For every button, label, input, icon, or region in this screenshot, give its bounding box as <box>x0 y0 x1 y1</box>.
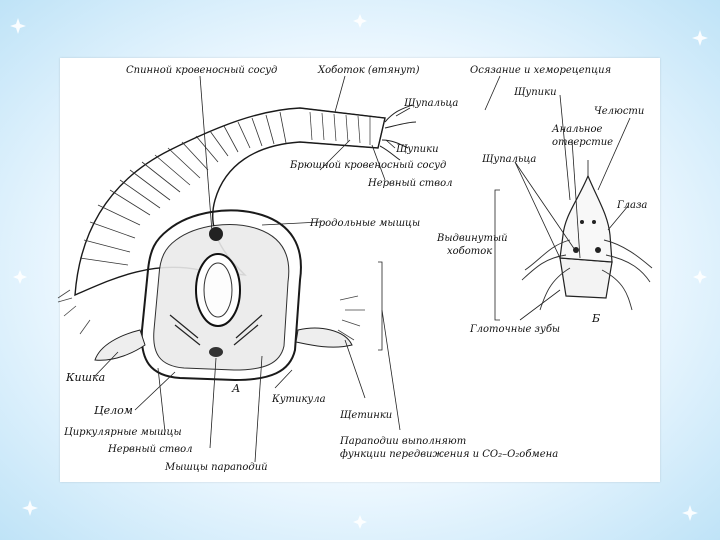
label-parapodia-function-1: Параподии выполняют <box>339 436 466 447</box>
label-anal-opening-2: отверстие <box>552 137 613 148</box>
label-parapodia-muscles: Мышцы параподий <box>164 462 268 473</box>
label-letter-b: Б <box>591 312 600 325</box>
label-longitudinal-muscles: Продольные мышцы <box>309 218 420 229</box>
label-bristles: Щетинки <box>340 410 392 421</box>
label-intestine: Кишка <box>65 371 105 384</box>
label-proboscis: Хоботок (втянут) <box>317 65 420 76</box>
worm-body-drawing <box>58 105 416 380</box>
label-coelom: Целом <box>94 404 133 417</box>
label-tentacles-right: Щупальца <box>482 154 536 165</box>
label-circular-muscles: Циркулярные мышцы <box>64 427 182 438</box>
label-palps-right: Щупики <box>514 87 557 98</box>
label-cuticle: Кутикула <box>271 394 326 405</box>
label-ventral-vessel-1: Брюшной кровеносный сосуд <box>289 160 446 171</box>
label-anal-opening-1: Анальное <box>551 124 603 135</box>
worm-head-drawing <box>522 160 652 310</box>
label-touch-chemoreception: Осязание и хеморецепция <box>470 65 611 76</box>
label-everted-proboscis-2: хоботок <box>447 246 492 257</box>
label-everted-proboscis-1: Выдвинутый <box>436 233 508 244</box>
label-parapodia-function-2: функции передвижения и CO₂–O₂обмена <box>340 449 558 460</box>
label-jaws: Челюсти <box>594 106 644 117</box>
label-letter-a: А <box>231 382 240 395</box>
label-nerve-cord-top: Нервный ствол <box>367 178 453 189</box>
label-palps-top: Щупики <box>396 144 439 155</box>
label-nerve-cord-bottom: Нервный ствол <box>107 444 193 455</box>
label-pharyngeal-teeth: Глоточные зубы <box>469 324 560 335</box>
label-tentacles-top: Щупальца <box>404 98 458 109</box>
label-eyes: Глаза <box>616 200 647 211</box>
label-dorsal-vessel: Спинной кровеносный сосуд <box>126 65 277 76</box>
